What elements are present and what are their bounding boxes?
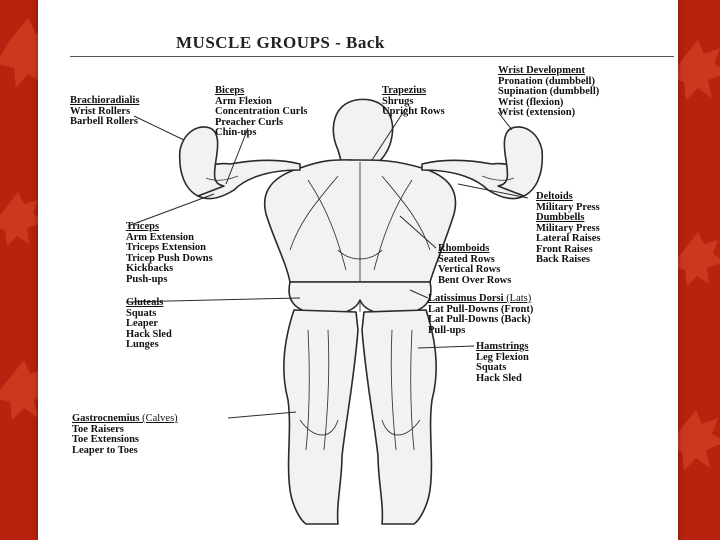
label-gluteals: Gluteals Squats Leaper Hack Sled Lunges bbox=[126, 297, 172, 351]
hamstrings-heading: Hamstrings bbox=[476, 341, 529, 352]
triceps-exercise: Tricep Push Downs bbox=[126, 252, 213, 264]
dumbbells-exercise: Front Raises bbox=[536, 243, 593, 255]
triceps-heading: Triceps bbox=[126, 221, 160, 232]
brachioradialis-heading: Brachioradialis bbox=[70, 95, 140, 106]
biceps-exercise: Preacher Curls bbox=[215, 116, 284, 128]
gluteals-heading: Gluteals bbox=[126, 297, 164, 308]
calves-exercise: Leaper to Toes bbox=[72, 444, 138, 456]
biceps-exercise: Arm Flexion bbox=[215, 95, 272, 107]
calves-heading: Gastrocnemius (Calves) bbox=[72, 413, 178, 425]
hamstrings-exercise: Leg Flexion bbox=[476, 351, 529, 363]
gluteals-exercise: Squats bbox=[126, 307, 157, 319]
calves-name: Gastrocnemius bbox=[72, 413, 140, 424]
label-trapezius: Trapezius Shrugs Upright Rows bbox=[382, 85, 445, 118]
brachioradialis-exercise: Wrist Rollers bbox=[70, 105, 131, 117]
lats-exercise: Lat Pull-Downs (Front) bbox=[428, 303, 534, 315]
hamstrings-exercise: Squats bbox=[476, 362, 507, 373]
page-title: MUSCLE GROUPS - Back bbox=[176, 33, 385, 52]
trapezius-exercise: Upright Rows bbox=[382, 106, 445, 117]
rhomboids-exercise: Seated Rows bbox=[438, 253, 495, 265]
deltoids-heading: Deltoids bbox=[536, 191, 573, 202]
trapezius-exercise: Shrugs bbox=[382, 95, 414, 107]
label-deltoids: Deltoids Military Press Dumbbells Milita… bbox=[536, 191, 601, 266]
label-gastrocnemius: Gastrocnemius (Calves) Toe Raisers Toe E… bbox=[72, 413, 178, 456]
biceps-heading: Biceps bbox=[215, 85, 245, 96]
rhomboids-exercise: Bent Over Rows bbox=[438, 274, 512, 286]
gluteals-exercise: Hack Sled bbox=[126, 328, 172, 340]
label-biceps: Biceps Arm Flexion Concentration Curls P… bbox=[215, 85, 308, 139]
biceps-exercise: Chin-ups bbox=[215, 127, 257, 138]
calves-exercise: Toe Raisers bbox=[72, 423, 124, 435]
rhomboids-heading: Rhomboids bbox=[438, 243, 490, 254]
wrist-exercise: Pronation (dumbbell) bbox=[498, 75, 595, 87]
label-wrist-development: Wrist Development Pronation (dumbbell) S… bbox=[498, 65, 600, 119]
right-leg bbox=[361, 309, 438, 525]
wrist-exercise: Wrist (extension) bbox=[498, 107, 576, 118]
lats-name: Latissimus Dorsi bbox=[428, 293, 504, 304]
lats-exercise: Lat Pull-Downs (Back) bbox=[428, 314, 531, 325]
left-leg bbox=[282, 309, 359, 525]
triceps-exercise: Push-ups bbox=[126, 273, 168, 285]
back-muscle-figure bbox=[125, 98, 544, 525]
biceps-exercise: Concentration Curls bbox=[215, 106, 308, 117]
head bbox=[332, 98, 394, 165]
hamstrings-exercise: Hack Sled bbox=[476, 372, 522, 384]
right-forearm bbox=[497, 126, 544, 197]
lats-heading: Latissimus Dorsi (Lats) bbox=[428, 293, 533, 305]
lats-exercise: Pull-ups bbox=[428, 324, 466, 336]
wrist-development-heading: Wrist Development bbox=[498, 65, 585, 76]
calves-exercise: Toe Extensions bbox=[72, 434, 140, 445]
trapezius-heading: Trapezius bbox=[382, 85, 427, 96]
triceps-exercise: Kickbacks bbox=[126, 263, 174, 274]
wrist-exercise: Wrist (flexion) bbox=[498, 96, 564, 108]
dumbbells-exercise: Military Press bbox=[536, 222, 600, 234]
label-rhomboids: Rhomboids Seated Rows Vertical Rows Bent… bbox=[438, 243, 512, 286]
rhomboids-exercise: Vertical Rows bbox=[438, 264, 501, 275]
triceps-exercise: Triceps Extension bbox=[126, 242, 207, 253]
dumbbells-exercise: Lateral Raises bbox=[536, 233, 601, 244]
wrist-exercise: Supination (dumbbell) bbox=[498, 86, 600, 97]
label-hamstrings: Hamstrings Leg Flexion Squats Hack Sled bbox=[476, 341, 529, 384]
deltoids-exercise: Military Press bbox=[536, 201, 600, 213]
triceps-exercise: Arm Extension bbox=[126, 231, 194, 243]
lats-suffix: (Lats) bbox=[503, 293, 532, 304]
calves-suffix: (Calves) bbox=[139, 413, 178, 424]
label-latissimus-dorsi: Latissimus Dorsi (Lats) Lat Pull-Downs (… bbox=[428, 293, 534, 336]
diagram-page: MUSCLE GROUPS - Back bbox=[38, 0, 678, 540]
dumbbells-exercise: Back Raises bbox=[536, 254, 590, 265]
gluteals-exercise: Leaper bbox=[126, 318, 159, 329]
brachioradialis-exercise: Barbell Rollers bbox=[70, 116, 138, 127]
gluteals-exercise: Lunges bbox=[126, 339, 159, 350]
label-brachioradialis: Brachioradialis Wrist Rollers Barbell Ro… bbox=[70, 95, 140, 128]
left-forearm bbox=[178, 126, 225, 197]
dumbbells-heading: Dumbbells bbox=[536, 212, 585, 223]
label-triceps: Triceps Arm Extension Triceps Extension … bbox=[126, 221, 213, 285]
title-underline bbox=[70, 56, 674, 57]
